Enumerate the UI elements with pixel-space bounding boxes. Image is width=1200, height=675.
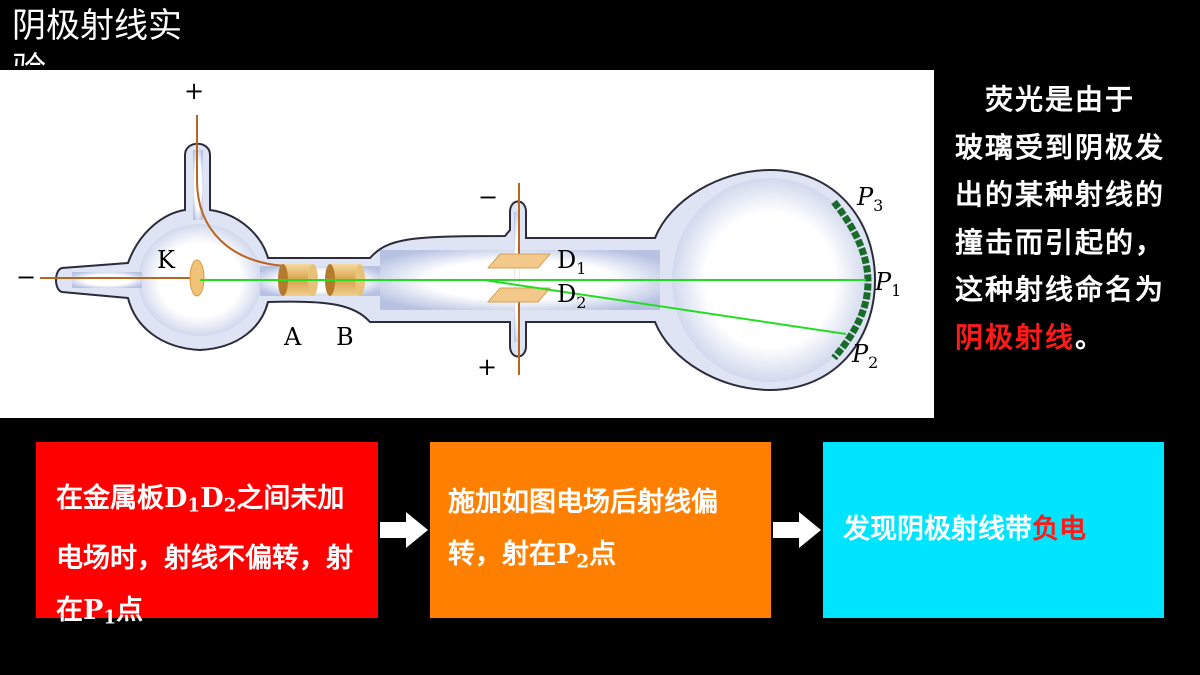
anode-wire: [40, 115, 520, 375]
step-box-no-field: 在金属板D1D2之间未加电场时，射线不偏转，射在P1点: [36, 442, 378, 628]
explanation-end: 。: [1075, 320, 1106, 354]
explanation-highlight: 阴极射线: [955, 320, 1076, 354]
label-plus-top: +: [184, 77, 204, 105]
step-box-conclusion: 发现阴极射线带负电: [823, 442, 1164, 618]
fluorescent-screen: [831, 199, 872, 361]
plate-d1: [486, 253, 552, 269]
label-p3: P3: [856, 183, 883, 215]
label-minus-plate: −: [478, 183, 498, 211]
label-d1: D1: [557, 246, 586, 278]
label-p1: P1: [874, 268, 901, 300]
label-p2: P2: [851, 340, 878, 372]
beam-deflected: [483, 279, 847, 335]
label-b: B: [336, 323, 354, 351]
label-a: A: [283, 323, 302, 351]
explanation-text: 荧光是由于玻璃受到阴极发出的某种射线的撞击而引起的，这种射线命名为阴极射线。: [955, 76, 1165, 361]
explanation-body: 荧光是由于玻璃受到阴极发出的某种射线的撞击而引起的，这种射线命名为: [955, 83, 1166, 306]
label-k: K: [157, 246, 176, 274]
step-box-with-field: 施加如图电场后射线偏转，射在P2点: [430, 442, 771, 618]
arrow-right-icon: [773, 512, 821, 548]
label-plus-plate: +: [477, 353, 497, 381]
label-minus-left: −: [16, 263, 36, 291]
cathode-ray-tube-diagram: + − K A B − + D1 D2 P1 P2 P3: [0, 70, 934, 418]
arrow-right-icon: [380, 512, 428, 548]
cathode-k: [189, 259, 205, 297]
page-title: 阴极射线实验: [12, 6, 182, 66]
label-d2: D2: [557, 280, 586, 312]
